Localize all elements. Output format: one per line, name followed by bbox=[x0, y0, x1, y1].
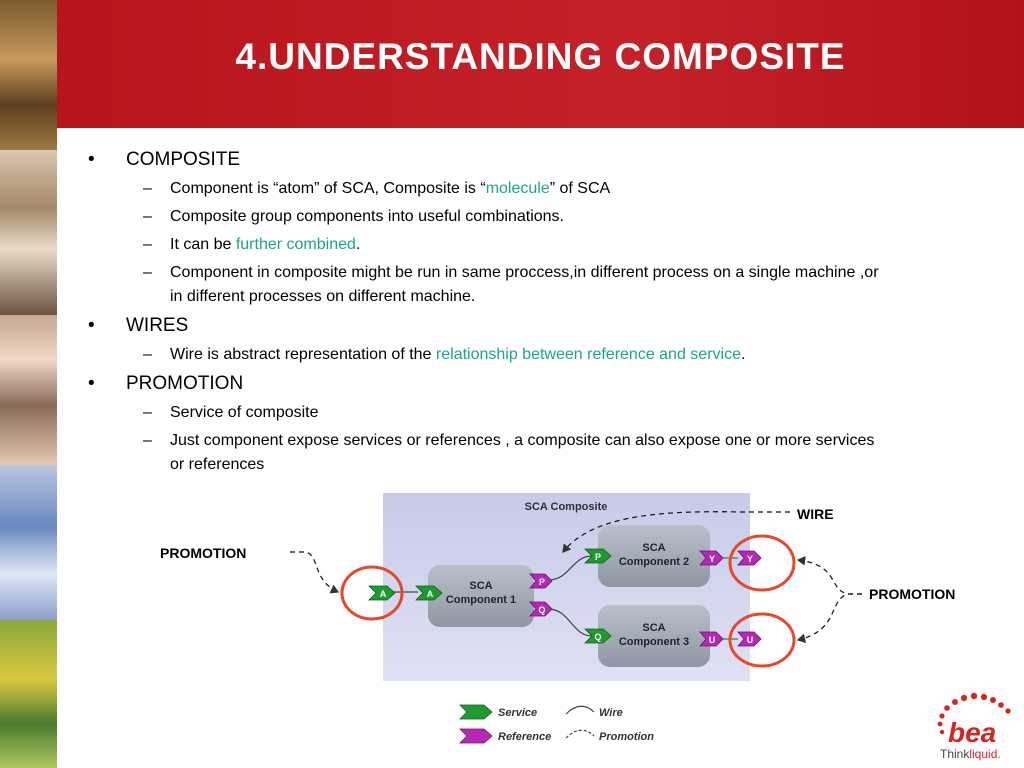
legend: Service Reference Wire Promotion bbox=[459, 704, 654, 744]
sub-bullet: –Component is “atom” of SCA, Composite i… bbox=[143, 180, 611, 197]
component-2-line2: Component 2 bbox=[619, 556, 689, 568]
tag-label: Y bbox=[747, 554, 753, 564]
promotion-left-callout-line bbox=[290, 551, 340, 594]
wire-callout-label: WIRE bbox=[797, 506, 834, 522]
bea-logo: bea Thinkliquid. bbox=[937, 692, 1011, 761]
bullet-label: COMPOSITE bbox=[126, 149, 241, 170]
tag-label: P bbox=[595, 552, 601, 562]
bullet-promotion: •PROMOTION bbox=[88, 373, 244, 394]
wire-p-to-comp2 bbox=[547, 555, 593, 581]
legend-wire-swatch bbox=[565, 705, 595, 715]
logo-brand: bea bbox=[948, 717, 996, 748]
highlight-circle-promotion-u bbox=[728, 612, 796, 668]
highlight-circle-promotion-y bbox=[728, 534, 796, 592]
component-3-line2: Component 3 bbox=[619, 636, 689, 648]
tag-label: U bbox=[747, 635, 754, 645]
reference-tag-y-inner: Y bbox=[699, 550, 724, 566]
text-run: Component in composite might be run in s… bbox=[170, 264, 879, 305]
reference-tag-p: P bbox=[529, 573, 553, 589]
reference-tag-u-outer: U bbox=[737, 631, 762, 647]
tag-label: P bbox=[539, 577, 545, 587]
text-run: ” bbox=[549, 180, 556, 197]
legend-wire-label: Wire bbox=[599, 707, 623, 719]
text-run: “ bbox=[480, 180, 486, 197]
logo-tagline-think: Think bbox=[940, 747, 970, 761]
title-bar: 4.UNDERSTANDING COMPOSITE bbox=[57, 0, 1024, 128]
component-3-box bbox=[598, 605, 710, 667]
text-run: It can be bbox=[170, 236, 236, 253]
sub-bullet: –It can be further combined. bbox=[143, 236, 361, 253]
photo-blue-objects bbox=[0, 465, 57, 620]
text-run: Just component expose services or refere… bbox=[170, 432, 875, 473]
bullet-label: WIRES bbox=[126, 315, 189, 336]
component-1-line2: Component 1 bbox=[446, 594, 516, 606]
tag-label: Q bbox=[594, 632, 601, 642]
sub-bullet: –Component in composite might be run in … bbox=[143, 264, 879, 305]
highlight-further-combined: further combined bbox=[235, 236, 356, 253]
text-run: Component is bbox=[170, 180, 274, 197]
logo-tagline: Thinkliquid. bbox=[940, 747, 1001, 761]
text-run: Composite group components into useful c… bbox=[170, 208, 564, 225]
text-run: of SCA, Composite is bbox=[319, 180, 481, 197]
highlight-relationship: relationship between reference and servi… bbox=[435, 346, 741, 363]
service-tag-p: P bbox=[584, 548, 612, 564]
legend-service-swatch bbox=[459, 704, 493, 720]
text-run: “atom” bbox=[273, 180, 320, 197]
tag-label: Q bbox=[538, 605, 545, 615]
sub-bullet: –Service of composite bbox=[143, 404, 319, 421]
wire-callout-line bbox=[562, 511, 790, 553]
logo-dot-arc bbox=[937, 692, 1011, 735]
text-run: of SCA bbox=[555, 180, 611, 197]
tag-label: Y bbox=[709, 554, 715, 564]
slide-title: 4.UNDERSTANDING COMPOSITE bbox=[235, 36, 846, 77]
legend-promotion-swatch bbox=[565, 729, 595, 739]
decorative-photo-strip bbox=[0, 0, 57, 768]
reference-tag-u-inner: U bbox=[699, 631, 724, 647]
legend-reference-label: Reference bbox=[498, 731, 551, 743]
photo-test-tubes bbox=[0, 620, 57, 768]
promotion-right-callout-down bbox=[796, 593, 862, 643]
sub-bullet: –Wire is abstract representation of the … bbox=[143, 346, 746, 363]
sub-bullet: –Composite group components into useful … bbox=[143, 208, 564, 225]
legend-service-label: Service bbox=[498, 707, 537, 719]
bullet-composite: •COMPOSITE bbox=[88, 149, 241, 170]
wire-q-to-comp3 bbox=[547, 608, 593, 637]
component-3-line1: SCA bbox=[642, 622, 665, 634]
photo-keyboard bbox=[0, 315, 57, 465]
highlight-circle-promotion-a bbox=[340, 565, 404, 621]
reference-tag-y-outer: Y bbox=[737, 550, 762, 566]
sub-bullet: –Just component expose services or refer… bbox=[143, 432, 875, 473]
service-tag-q: Q bbox=[584, 628, 612, 644]
promotion-right-label: PROMOTION bbox=[869, 586, 955, 602]
text-run: Wire is abstract representation of the bbox=[170, 346, 436, 363]
bullet-label: PROMOTION bbox=[126, 373, 244, 394]
bullet-list: •COMPOSITE –Component is “atom” of SCA, … bbox=[88, 143, 948, 477]
promotion-left-label: PROMOTION bbox=[160, 545, 246, 561]
legend-promotion-label: Promotion bbox=[599, 731, 654, 743]
composite-title: SCA Composite bbox=[525, 501, 608, 513]
text-run: . bbox=[355, 236, 361, 253]
tag-label: A bbox=[427, 589, 434, 599]
text-run: Service of composite bbox=[170, 404, 319, 421]
highlight-molecule: molecule bbox=[485, 180, 550, 197]
text-run: . bbox=[740, 346, 746, 363]
tag-label: U bbox=[709, 635, 716, 645]
bullet-wires: •WIRES bbox=[88, 315, 189, 336]
logo-tagline-liquid: liquid. bbox=[969, 747, 1000, 761]
component-2-box bbox=[598, 525, 710, 587]
photo-bookshelf bbox=[0, 0, 57, 150]
component-1-box bbox=[428, 565, 534, 627]
component-2-line1: SCA bbox=[642, 542, 665, 554]
reference-tag-q: Q bbox=[529, 601, 553, 617]
service-tag-a-inner: A bbox=[415, 585, 443, 601]
promotion-right-callout-up bbox=[796, 556, 862, 595]
tag-label: A bbox=[380, 589, 387, 599]
service-tag-a-outer: A bbox=[368, 585, 396, 601]
component-1-line1: SCA bbox=[469, 580, 492, 592]
photo-hands bbox=[0, 150, 57, 315]
legend-reference-swatch bbox=[459, 728, 493, 744]
